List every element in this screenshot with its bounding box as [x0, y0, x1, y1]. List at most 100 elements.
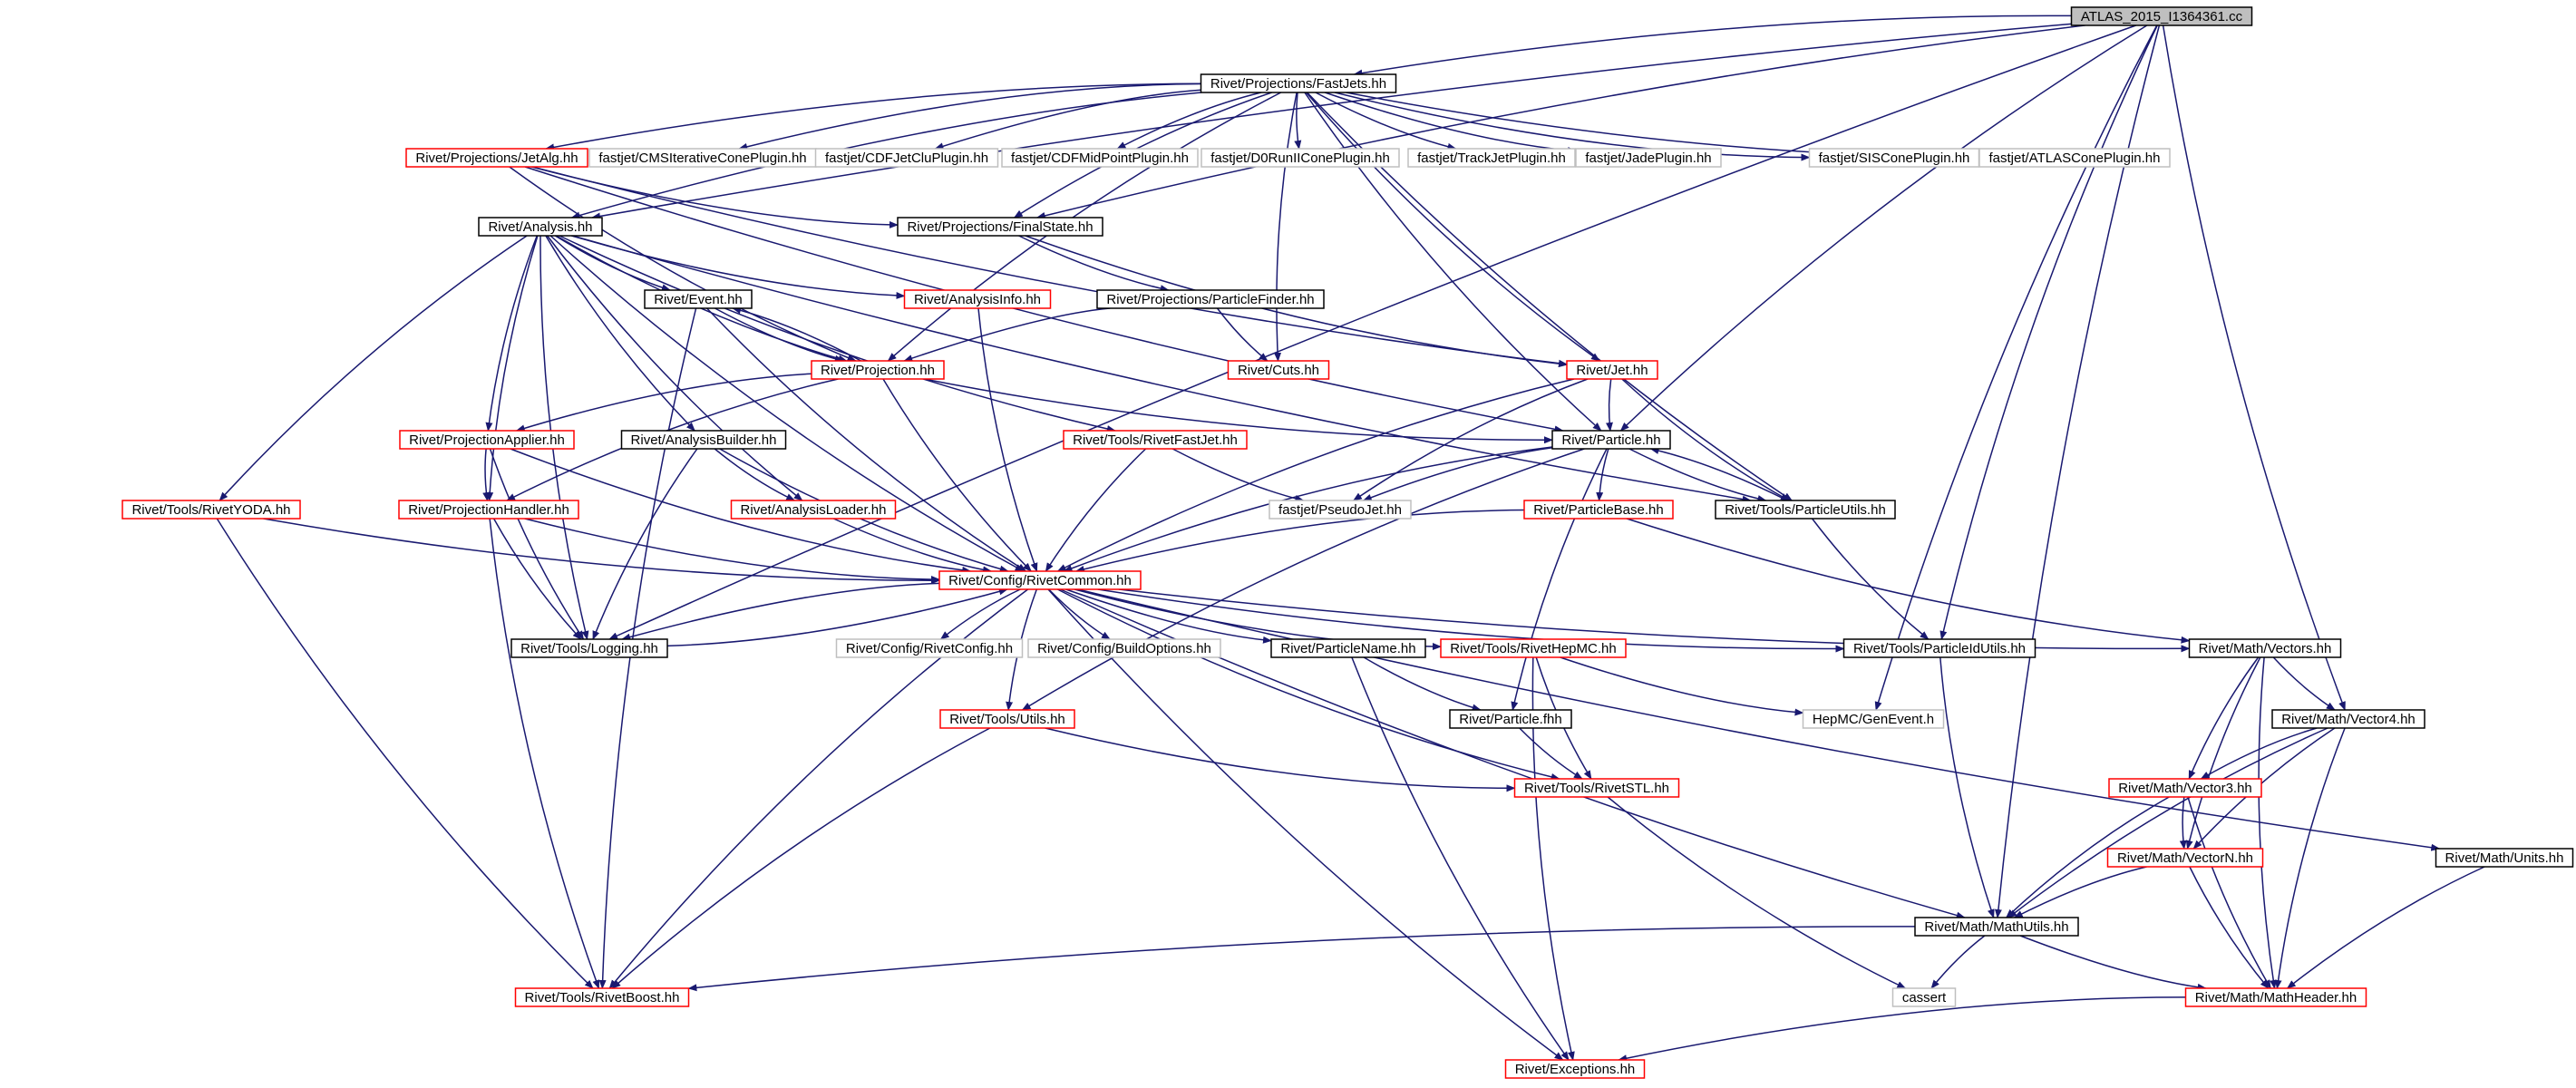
graph-node[interactable]: Rivet/Config/RivetConfig.hh — [835, 638, 1024, 658]
node-box — [2271, 709, 2425, 729]
node-label: fastjet/ATLASConePlugin.hh — [1988, 151, 2160, 166]
graph-node[interactable]: HepMC/GenEvent.h — [1802, 709, 1945, 729]
dependency-edge — [1511, 448, 1608, 711]
dependency-edge — [977, 307, 1038, 572]
graph-node[interactable]: fastjet/ATLASConePlugin.hh — [1978, 148, 2171, 168]
node-box — [1227, 360, 1330, 380]
graph-node[interactable]: Rivet/Tools/RivetHepMC.hh — [1440, 638, 1627, 658]
node-box — [1523, 500, 1674, 520]
dependency-edge — [1097, 588, 1845, 653]
dependency-edge — [1057, 588, 1560, 781]
graph-node[interactable]: fastjet/TrackJetPlugin.hh — [1407, 148, 1576, 168]
graph-node[interactable]: Rivet/AnalysisInfo.hh — [903, 289, 1052, 309]
graph-node[interactable]: Rivet/Event.hh — [644, 289, 753, 309]
graph-node[interactable]: Rivet/Math/Vectors.hh — [2188, 638, 2342, 658]
graph-node[interactable]: Rivet/Math/Vector4.hh — [2271, 709, 2425, 729]
graph-node[interactable]: Rivet/Tools/RivetYODA.hh — [122, 500, 301, 520]
node-label: Rivet/AnalysisLoader.hh — [741, 502, 887, 518]
node-box — [1551, 430, 1671, 450]
graph-node[interactable]: fastjet/JadePlugin.hh — [1575, 148, 1722, 168]
graph-node[interactable]: fastjet/D0RunIIConePlugin.hh — [1201, 148, 1400, 168]
graph-node[interactable]: Rivet/Math/MathUtils.hh — [1914, 917, 2079, 937]
node-label: fastjet/D0RunIIConePlugin.hh — [1210, 151, 1390, 166]
graph-node[interactable]: Rivet/Tools/ParticleIdUtils.hh — [1842, 638, 2036, 658]
node-box — [2184, 987, 2367, 1007]
graph-node[interactable]: Rivet/Particle.fhh — [1449, 709, 1572, 729]
graph-node[interactable]: Rivet/Math/Vector3.hh — [2108, 778, 2262, 798]
node-label: Rivet/AnalysisInfo.hh — [914, 292, 1041, 307]
graph-node[interactable]: Rivet/Math/MathHeader.hh — [2184, 987, 2367, 1007]
graph-node[interactable]: Rivet/Exceptions.hh — [1504, 1059, 1646, 1079]
graph-node[interactable]: Rivet/Tools/Logging.hh — [510, 638, 668, 658]
graph-node[interactable]: Rivet/ProjectionApplier.hh — [399, 430, 575, 450]
graph-node[interactable]: Rivet/Cuts.hh — [1227, 360, 1330, 380]
dependency-edge — [1362, 446, 1553, 501]
node-label: Rivet/Tools/RivetFastJet.hh — [1073, 432, 1238, 448]
node-label: fastjet/CDFJetCluPlugin.hh — [825, 151, 988, 166]
node-label: Rivet/Projections/FinalState.hh — [907, 219, 1093, 235]
dependency-edge — [934, 89, 1201, 151]
graph-node[interactable]: Rivet/Tools/RivetSTL.hh — [1513, 778, 1680, 798]
dependency-edge — [714, 307, 844, 363]
dependency-edge — [1304, 92, 1602, 432]
graph-node[interactable]: Rivet/Particle.hh — [1551, 430, 1671, 450]
graph-node[interactable]: fastjet/SISConePlugin.hh — [1808, 148, 1980, 168]
node-box — [903, 289, 1052, 309]
dependency-edge — [1939, 656, 1995, 918]
node-box — [1096, 289, 1325, 309]
graph-node[interactable]: fastjet/CDFJetCluPlugin.hh — [814, 148, 999, 168]
graph-node[interactable]: cassert — [1891, 987, 1957, 1007]
node-box — [398, 500, 579, 520]
graph-node[interactable]: Rivet/Tools/RivetBoost.hh — [514, 987, 690, 1007]
graph-node[interactable]: Rivet/Projections/ParticleFinder.hh — [1096, 289, 1325, 309]
dependency-edge — [1063, 446, 1553, 572]
node-label: Rivet/Config/RivetConfig.hh — [846, 641, 1013, 656]
dependency-edge — [1116, 92, 1262, 150]
dependency-edge — [2013, 866, 2147, 918]
node-label: Rivet/Analysis.hh — [488, 219, 592, 235]
graph-node[interactable]: Rivet/Math/Units.hh — [2435, 848, 2574, 868]
graph-node[interactable]: Rivet/ProjectionHandler.hh — [398, 500, 579, 520]
graph-node[interactable]: Rivet/Projections/FastJets.hh — [1200, 73, 1397, 93]
graph-node[interactable]: Rivet/ParticleName.hh — [1270, 638, 1426, 658]
node-box — [1978, 148, 2171, 168]
dependency-edge — [2286, 866, 2485, 989]
graph-node[interactable]: ATLAS_2015_I1364361.cc — [2070, 6, 2253, 26]
graph-node[interactable]: fastjet/CDFMidPointPlugin.hh — [1001, 148, 1199, 168]
graph-node[interactable]: Rivet/AnalysisLoader.hh — [730, 500, 897, 520]
dependency-edge — [554, 235, 671, 292]
graph-node[interactable]: Rivet/Tools/ParticleUtils.hh — [1715, 500, 1896, 520]
graph-node[interactable]: Rivet/ParticleBase.hh — [1523, 500, 1674, 520]
graph-node[interactable]: Rivet/Config/RivetCommon.hh — [938, 570, 1142, 590]
node-label: Rivet/ParticleName.hh — [1280, 641, 1415, 656]
node-label: Rivet/AnalysisBuilder.hh — [631, 432, 777, 448]
graph-node[interactable]: Rivet/Math/VectorN.hh — [2106, 848, 2264, 868]
graph-node[interactable]: Rivet/Projections/FinalState.hh — [897, 217, 1103, 237]
node-box — [405, 148, 588, 168]
node-box — [1504, 1059, 1646, 1079]
graph-node[interactable]: fastjet/PseudoJet.hh — [1269, 500, 1412, 520]
node-box — [938, 570, 1142, 590]
node-label: Rivet/Math/VectorN.hh — [2117, 850, 2253, 866]
dependency-edge — [482, 448, 491, 501]
node-box — [2435, 848, 2574, 868]
dependency-edge — [903, 307, 1111, 362]
dependency-edge — [2200, 727, 2318, 780]
graph-node[interactable]: Rivet/Config/BuildOptions.hh — [1027, 638, 1221, 658]
graph-node[interactable]: Rivet/Analysis.hh — [478, 217, 603, 237]
graph-node[interactable]: Rivet/Projection.hh — [811, 360, 945, 380]
node-label: fastjet/CMSIterativeConePlugin.hh — [598, 151, 806, 166]
dependency-edge — [592, 448, 698, 640]
graph-node[interactable]: Rivet/Projections/JetAlg.hh — [405, 148, 588, 168]
dependency-edge — [2188, 656, 2260, 780]
graph-node[interactable]: Rivet/Jet.hh — [1566, 360, 1658, 380]
graph-node[interactable]: Rivet/AnalysisBuilder.hh — [620, 430, 787, 450]
dependency-edge — [515, 373, 812, 432]
node-label: fastjet/PseudoJet.hh — [1278, 502, 1402, 518]
graph-node[interactable]: fastjet/CMSIterativeConePlugin.hh — [588, 148, 817, 168]
dependency-edge — [1315, 92, 1457, 151]
graph-node[interactable]: Rivet/Tools/RivetFastJet.hh — [1063, 430, 1248, 450]
dependency-edge — [2007, 727, 2328, 918]
dependency-edge — [719, 448, 1009, 573]
graph-node[interactable]: Rivet/Tools/Utils.hh — [939, 709, 1075, 729]
